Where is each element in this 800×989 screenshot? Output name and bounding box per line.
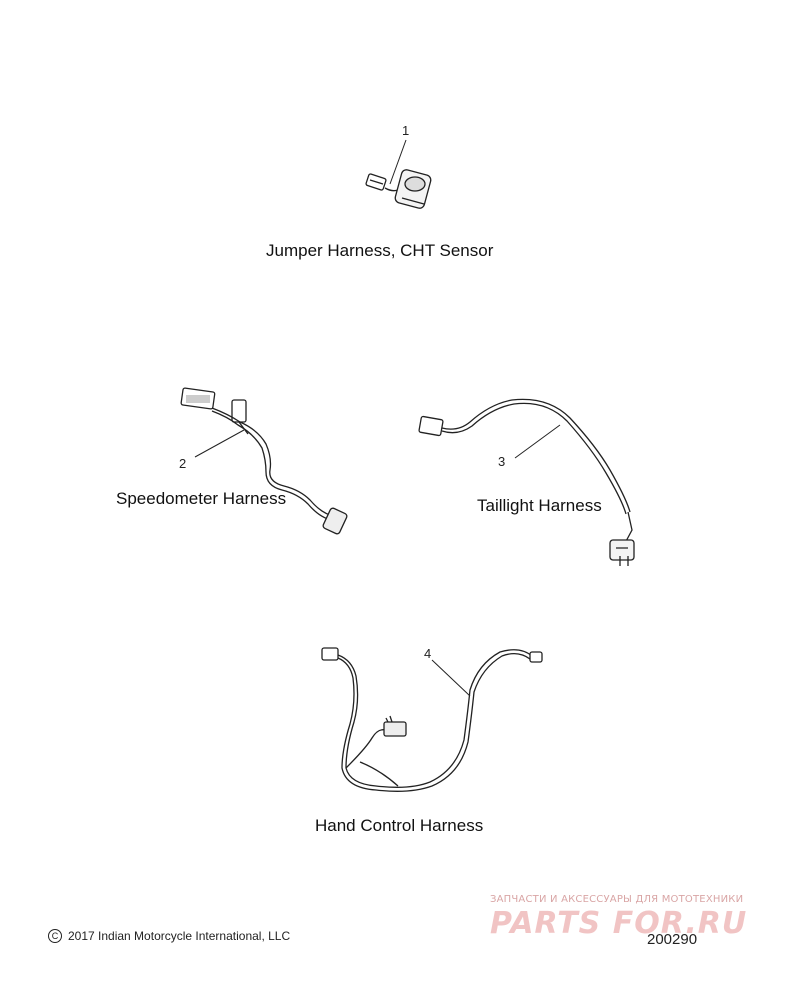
callout-3: 3 — [498, 454, 505, 469]
callout-2: 2 — [179, 456, 186, 471]
caption-speedometer-harness: Speedometer Harness — [116, 489, 287, 508]
callout-4: 4 — [424, 646, 431, 661]
leader-line-1 — [389, 139, 407, 185]
speedometer-harness-drawing — [180, 387, 348, 535]
hand-control-harness-drawing — [321, 647, 543, 792]
taillight-harness-drawing — [418, 398, 635, 566]
caption-hand-control-harness: Hand Control Harness — [315, 816, 484, 835]
jumper-harness-drawing — [365, 169, 432, 209]
leader-line-3 — [514, 424, 561, 459]
copyright-text: 2017 Indian Motorcycle International, LL… — [68, 929, 291, 943]
figure-number: 200290 — [647, 931, 698, 948]
caption-taillight-harness: Taillight Harness — [477, 496, 602, 515]
leader-line-4 — [431, 659, 471, 697]
callout-1: 1 — [402, 123, 409, 138]
watermark-tagline: ЗАПЧАСТИ И АКСЕССУАРЫ ДЛЯ МОТОТЕХНИКИ — [490, 894, 744, 905]
copyright-notice: C 2017 Indian Motorcycle International, … — [48, 929, 290, 943]
watermark-logo: PARTS FOR.RU — [490, 906, 748, 941]
copyright-icon: C — [48, 929, 62, 943]
caption-jumper-harness: Jumper Harness, CHT Sensor — [266, 241, 494, 260]
leader-line-2 — [194, 429, 245, 458]
